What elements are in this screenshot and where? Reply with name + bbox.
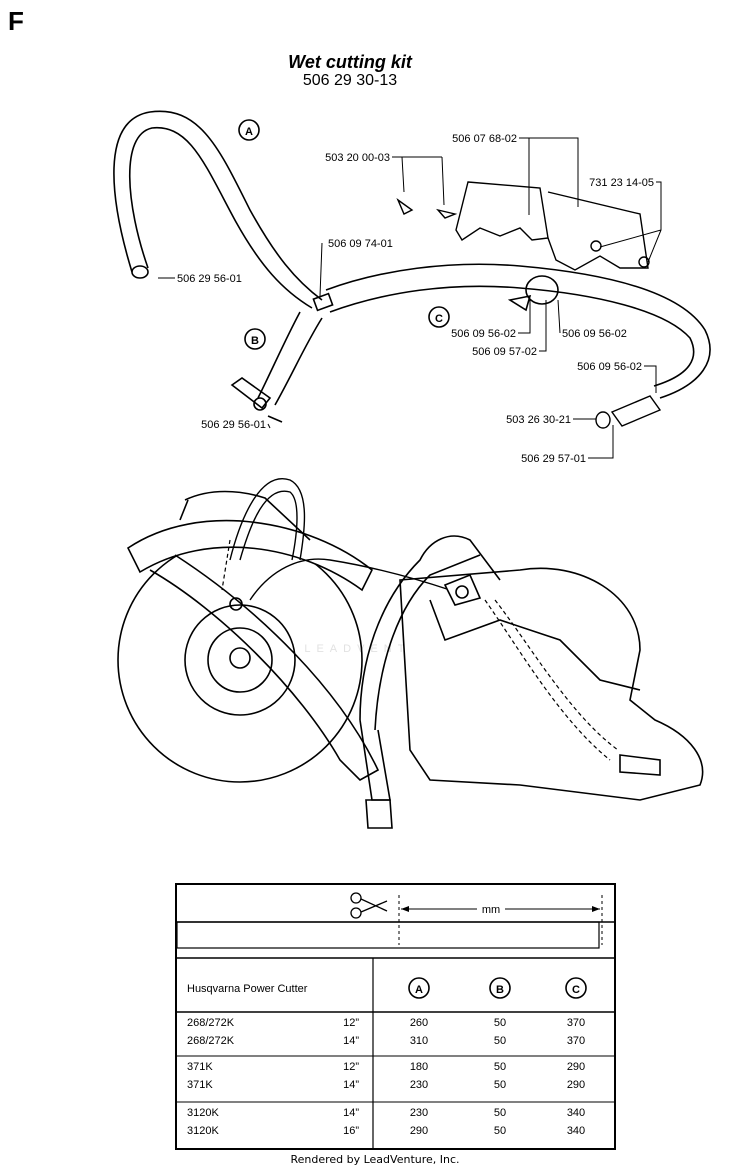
hose-c bbox=[312, 263, 711, 399]
scissors-icon bbox=[350, 892, 388, 919]
callout-b: B bbox=[244, 328, 266, 350]
hose-b bbox=[230, 311, 323, 423]
svg-text:C: C bbox=[572, 984, 580, 996]
table-cell-a: 230 bbox=[410, 1107, 428, 1119]
table-cell-a: 290 bbox=[410, 1125, 428, 1137]
kit-number: 506 29 30-13 bbox=[302, 72, 398, 89]
part-label: 506 09 56-02 bbox=[562, 328, 627, 340]
callout-c: C bbox=[428, 306, 450, 328]
table-cell-size: 14” bbox=[343, 1107, 359, 1119]
part-label: 503 20 00-03 bbox=[325, 152, 390, 164]
measure-unit: mm bbox=[482, 904, 500, 916]
svg-text:B: B bbox=[496, 984, 504, 996]
table-body: 268/272K 12” 260 50 370 268/272K 14” 310 50 370 37… bbox=[187, 1017, 585, 1137]
table-row: 3120K 14” 230 50 340 bbox=[187, 1107, 585, 1119]
table-cell-b: 50 bbox=[494, 1017, 506, 1029]
table-cell-model: 268/272K bbox=[187, 1035, 235, 1047]
hose-a bbox=[113, 110, 323, 309]
power-cutter-illustration bbox=[117, 478, 704, 829]
table-cell-model: 371K bbox=[187, 1061, 213, 1073]
table-cell-size: 14” bbox=[343, 1035, 359, 1047]
hose-length-table: mm Husqvarna Power Cutter A B C 268/272K… bbox=[175, 883, 616, 1150]
table-cell-c: 340 bbox=[567, 1125, 585, 1137]
svg-text:A: A bbox=[415, 984, 423, 996]
quick-coupling bbox=[595, 395, 662, 429]
part-label: 503 26 30-21 bbox=[506, 414, 571, 426]
table-row: 3120K 16” 290 50 340 bbox=[187, 1125, 585, 1137]
part-label: 506 29 56-01 bbox=[177, 273, 242, 285]
col-header-b: B bbox=[489, 977, 511, 999]
screws bbox=[396, 197, 458, 219]
table-cell-size: 16” bbox=[343, 1125, 359, 1137]
part-label: 506 07 68-02 bbox=[452, 133, 517, 145]
svg-text:A: A bbox=[245, 126, 253, 138]
table-cell-model: 268/272K bbox=[187, 1017, 235, 1029]
table-cell-c: 340 bbox=[567, 1107, 585, 1119]
part-label: 506 09 74-01 bbox=[328, 238, 393, 250]
part-label: 506 09 56-02 bbox=[577, 361, 642, 373]
callout-a: A bbox=[238, 119, 260, 141]
table-row: 371K 14” 230 50 290 bbox=[187, 1079, 585, 1091]
parts-diagram: LEADVENTURE bbox=[113, 110, 711, 829]
svg-text:C: C bbox=[435, 313, 443, 325]
table-cell-model: 371K bbox=[187, 1079, 213, 1091]
product-header: Husqvarna Power Cutter bbox=[187, 983, 308, 995]
svg-text:B: B bbox=[251, 335, 259, 347]
part-label: 506 29 56-01 bbox=[201, 419, 266, 431]
table-cell-size: 12” bbox=[343, 1017, 359, 1029]
table-cell-c: 370 bbox=[567, 1035, 585, 1047]
table-cell-model: 3120K bbox=[187, 1125, 219, 1137]
part-label: 506 29 57-01 bbox=[521, 453, 586, 465]
table-cell-size: 14” bbox=[343, 1079, 359, 1091]
table-cell-a: 230 bbox=[410, 1079, 428, 1091]
section-letter: F bbox=[8, 6, 24, 36]
part-label: 731 23 14-05 bbox=[589, 177, 654, 189]
hose-bracket bbox=[455, 181, 650, 271]
table-cell-c: 370 bbox=[567, 1017, 585, 1029]
table-row: 268/272K 12” 260 50 370 bbox=[187, 1017, 585, 1029]
table-cell-b: 50 bbox=[494, 1125, 506, 1137]
leader-lines bbox=[158, 137, 662, 459]
table-cell-c: 290 bbox=[567, 1061, 585, 1073]
table-row: 371K 12” 180 50 290 bbox=[187, 1061, 585, 1073]
table-cell-a: 260 bbox=[410, 1017, 428, 1029]
table-cell-b: 50 bbox=[494, 1035, 506, 1047]
table-cell-c: 290 bbox=[567, 1079, 585, 1091]
table-cell-b: 50 bbox=[494, 1107, 506, 1119]
table-cell-model: 3120K bbox=[187, 1107, 219, 1119]
table-cell-a: 310 bbox=[410, 1035, 428, 1047]
table-cell-b: 50 bbox=[494, 1079, 506, 1091]
table-cell-b: 50 bbox=[494, 1061, 506, 1073]
table-row: 268/272K 14” 310 50 370 bbox=[187, 1035, 585, 1047]
part-label: 506 09 56-02 bbox=[451, 328, 516, 340]
kit-title: Wet cutting kit bbox=[288, 52, 412, 72]
col-header-c: C bbox=[565, 977, 587, 999]
table-cell-a: 180 bbox=[410, 1061, 428, 1073]
part-label: 506 09 57-02 bbox=[472, 346, 537, 358]
col-header-a: A bbox=[408, 977, 430, 999]
table-cell-size: 12” bbox=[343, 1061, 359, 1073]
footer-credit: Rendered by LeadVenture, Inc. bbox=[290, 1153, 460, 1166]
